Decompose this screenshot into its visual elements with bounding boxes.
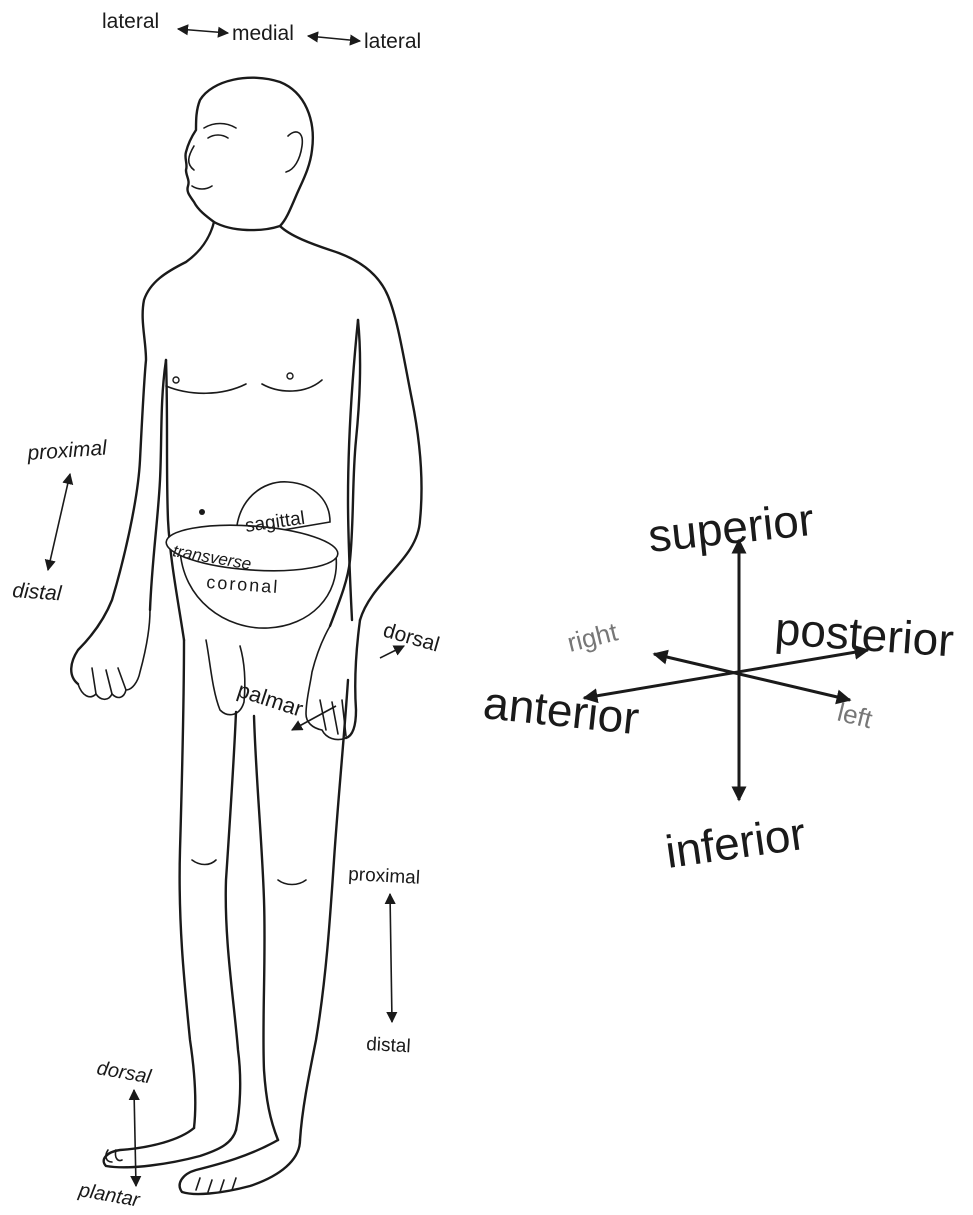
left-hand <box>78 610 150 699</box>
label-leg-distal: distal <box>366 1034 411 1057</box>
arrow-leg-proximal-distal <box>390 894 392 1022</box>
right-leg-outer <box>300 680 348 1140</box>
left-inner-arm <box>150 360 166 610</box>
axis-right-left <box>654 654 850 700</box>
label-hand-dorsal: dorsal <box>381 619 442 657</box>
label-inferior: inferior <box>662 807 808 878</box>
right-hand-fingers <box>320 700 346 736</box>
nipple-left <box>173 377 179 383</box>
label-medial: medial <box>232 22 294 45</box>
label-left: left <box>835 697 877 735</box>
label-arm-proximal: proximal <box>26 436 109 465</box>
left-foot <box>104 1128 236 1167</box>
chest-left <box>166 384 246 393</box>
label-foot-dorsal: dorsal <box>95 1057 153 1088</box>
mouth <box>192 186 212 189</box>
label-lateral-right: lateral <box>364 30 421 53</box>
arrow-hand-dorsal <box>380 646 404 658</box>
label-posterior: posterior <box>773 602 955 666</box>
nipple-right <box>287 373 293 379</box>
human-figure <box>71 78 421 1194</box>
eye <box>208 135 228 138</box>
eyebrow <box>204 124 236 129</box>
label-leg-proximal: proximal <box>348 864 421 889</box>
left-leg-outer <box>180 640 196 1128</box>
body-planes: sagittal transverse coronal <box>165 482 340 628</box>
label-hand-palmar: palmar <box>234 677 306 722</box>
label-anterior: anterior <box>481 676 642 744</box>
ear <box>286 132 302 172</box>
head-outline <box>185 78 312 230</box>
medial-lateral-labels: lateral medial lateral <box>102 10 421 53</box>
knee-right <box>278 880 306 885</box>
left-leg-inner <box>226 712 240 1130</box>
foot-dorsal-plantar: dorsal plantar <box>76 1057 153 1212</box>
chest-right <box>262 380 322 391</box>
hand-dorsal-palmar: dorsal palmar <box>234 619 441 730</box>
label-arm-distal: distal <box>12 579 64 605</box>
navel <box>199 509 205 515</box>
left-hand-fingers <box>92 668 126 694</box>
arrow-lateral-medial-left <box>178 29 228 33</box>
arrow-lateral-medial-right <box>308 36 360 41</box>
arrow-arm-proximal-distal <box>48 474 70 570</box>
right-leg-inner <box>254 716 278 1140</box>
leg-proximal-distal: proximal distal <box>348 864 421 1057</box>
waist-left <box>166 360 184 640</box>
groin <box>206 640 245 715</box>
direction-compass: superior inferior anterior posterior rig… <box>481 493 956 878</box>
label-right: right <box>564 616 621 658</box>
arm-proximal-distal: proximal distal <box>12 436 109 605</box>
label-foot-plantar: plantar <box>76 1179 142 1212</box>
label-superior: superior <box>646 493 817 562</box>
label-lateral-left: lateral <box>102 10 159 33</box>
knee-left <box>192 860 216 865</box>
nose <box>189 146 194 170</box>
arrow-foot-dorsal-plantar <box>134 1090 136 1186</box>
right-hand <box>306 626 346 740</box>
